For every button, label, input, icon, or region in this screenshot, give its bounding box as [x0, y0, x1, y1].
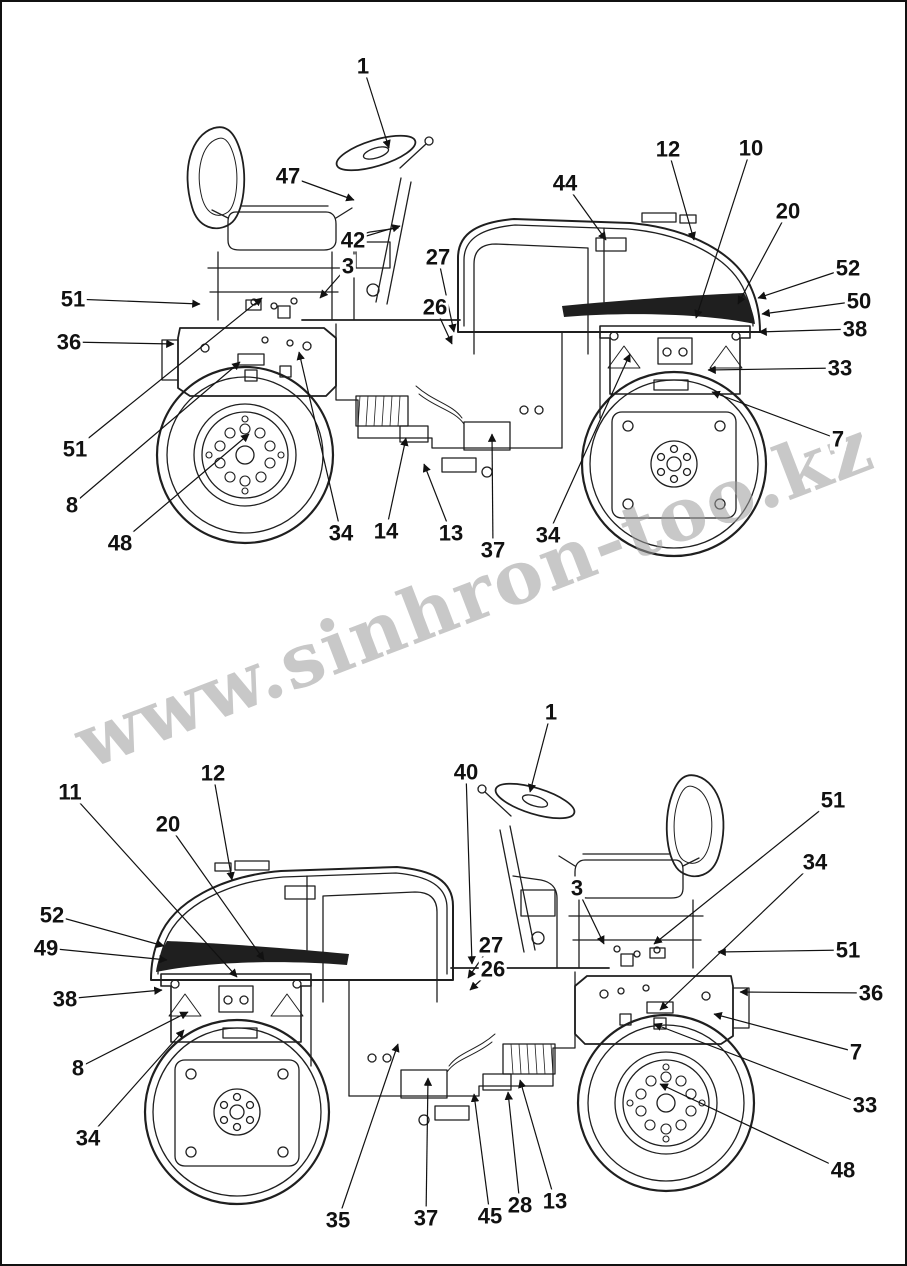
bottom-machine-drawing: [143, 774, 756, 1206]
callout-bottom-side-view-27: 27: [476, 932, 506, 958]
leader-line-bottom-side-view-45: [470, 1093, 491, 1217]
callout-bottom-side-view-13: 13: [540, 1188, 570, 1214]
leader-line-bottom-side-view-40: [465, 771, 476, 965]
callout-bottom-side-view-51: 51: [818, 787, 848, 813]
leader-line-top-side-view-10: [694, 147, 752, 319]
leader-line-bottom-side-view-52: [51, 914, 165, 948]
callout-top-side-view-20: 20: [773, 198, 803, 224]
callout-bottom-side-view-11: 11: [56, 779, 84, 805]
callout-bottom-side-view-45: 45: [475, 1203, 505, 1229]
callout-bottom-side-view-37: 37: [411, 1205, 441, 1231]
callout-bottom-side-view-1: 1: [542, 699, 560, 725]
leader-line-top-side-view-36: [68, 339, 175, 349]
callout-bottom-side-view-20: 20: [153, 811, 183, 837]
callout-top-side-view-34: 34: [533, 522, 563, 548]
leader-line-bottom-side-view-33: [653, 1022, 866, 1106]
callout-top-side-view-13: 13: [436, 520, 466, 546]
leader-line-bottom-side-view-13: [518, 1079, 556, 1202]
leader-line-bottom-side-view-28: [504, 1091, 521, 1206]
leader-line-bottom-side-view-36: [739, 987, 872, 997]
callout-top-side-view-36: 36: [54, 329, 84, 355]
callout-bottom-side-view-7: 7: [847, 1039, 865, 1065]
leader-line-top-side-view-1: [362, 65, 391, 149]
callout-bottom-side-view-12: 12: [198, 760, 228, 786]
callout-top-side-view-14: 14: [371, 518, 401, 544]
leader-line-top-side-view-34: [547, 353, 631, 536]
leader-line-top-side-view-38: [758, 327, 856, 336]
callout-bottom-side-view-26: 26: [478, 956, 508, 982]
leader-line-bottom-side-view-34: [659, 861, 816, 1011]
callout-top-side-view-50: 50: [844, 288, 874, 314]
callout-top-side-view-34: 34: [326, 520, 356, 546]
callout-top-side-view-48: 48: [105, 530, 135, 556]
callout-top-side-view-37: 37: [478, 537, 508, 563]
callout-top-side-view-7: 7: [829, 426, 847, 452]
callout-top-side-view-38: 38: [840, 316, 870, 342]
leader-line-top-side-view-33: [707, 365, 841, 375]
leader-line-bottom-side-view-49: [45, 947, 168, 964]
callout-top-side-view-33: 33: [825, 355, 855, 381]
leader-line-bottom-side-view-51: [653, 799, 834, 945]
leader-line-top-side-view-51: [72, 298, 201, 308]
callout-top-side-view-1: 1: [354, 53, 372, 79]
leader-line-bottom-side-view-34: [87, 1029, 185, 1139]
callout-top-side-view-3: 3: [339, 253, 357, 279]
callout-top-side-view-42: 42: [338, 227, 368, 253]
callout-bottom-side-view-38: 38: [50, 986, 80, 1012]
leader-line-top-side-view-50: [761, 300, 860, 318]
leader-line-bottom-side-view-48: [659, 1083, 844, 1171]
callout-top-side-view-52: 52: [833, 255, 863, 281]
leader-line-bottom-side-view-20: [167, 823, 265, 961]
leader-line-bottom-side-view-37: [423, 1077, 433, 1219]
leader-line-bottom-side-view-12: [212, 772, 235, 881]
callout-bottom-side-view-3: 3: [568, 875, 586, 901]
leader-line-top-side-view-27: [437, 256, 457, 333]
leader-line-bottom-side-view-11: [69, 791, 238, 978]
callout-bottom-side-view-49: 49: [31, 935, 61, 961]
callout-top-side-view-51: 51: [60, 436, 90, 462]
callout-top-side-view-26: 26: [420, 294, 450, 320]
callout-leader-lines: [45, 65, 872, 1221]
callout-top-side-view-8: 8: [63, 492, 81, 518]
leader-line-top-side-view-34: [296, 351, 342, 534]
leader-line-bottom-side-view-38: [64, 986, 163, 1000]
leader-line-top-side-view-37: [487, 433, 497, 551]
callout-bottom-side-view-51: 51: [833, 937, 863, 963]
leader-line-top-side-view-52: [757, 267, 849, 300]
callout-bottom-side-view-35: 35: [323, 1207, 353, 1233]
callout-bottom-side-view-48: 48: [828, 1157, 858, 1183]
callout-bottom-side-view-36: 36: [856, 980, 886, 1006]
callout-bottom-side-view-34: 34: [73, 1125, 103, 1151]
callout-top-side-view-47: 47: [273, 163, 303, 189]
callout-bottom-side-view-34: 34: [800, 849, 830, 875]
callout-bottom-side-view-40: 40: [451, 759, 481, 785]
callout-bottom-side-view-28: 28: [505, 1192, 535, 1218]
callout-top-side-view-44: 44: [550, 170, 580, 196]
leader-line-top-side-view-12: [667, 148, 696, 241]
callout-top-side-view-10: 10: [736, 135, 766, 161]
callout-top-side-view-51: 51: [58, 286, 88, 312]
leader-line-top-side-view-14: [385, 437, 409, 532]
callout-bottom-side-view-33: 33: [850, 1092, 880, 1118]
callout-top-side-view-27: 27: [423, 244, 453, 270]
leader-line-top-side-view-20: [737, 210, 789, 305]
callout-bottom-side-view-8: 8: [69, 1055, 87, 1081]
leader-line-bottom-side-view-51: [717, 947, 849, 957]
leader-line-bottom-side-view-35: [337, 1043, 400, 1221]
leader-line-bottom-side-view-1: [527, 711, 552, 793]
leader-line-top-side-view-51: [74, 297, 263, 450]
leader-line-bottom-side-view-7: [713, 1011, 857, 1053]
leader-line-top-side-view-7: [711, 390, 839, 440]
callout-bottom-side-view-52: 52: [37, 902, 67, 928]
callout-top-side-view-12: 12: [653, 136, 683, 162]
leader-line-bottom-side-view-8: [77, 1011, 189, 1069]
top-machine-drawing: [155, 126, 768, 558]
leader-line-top-side-view-48: [119, 433, 250, 544]
leader-line-top-side-view-8: [71, 361, 241, 506]
